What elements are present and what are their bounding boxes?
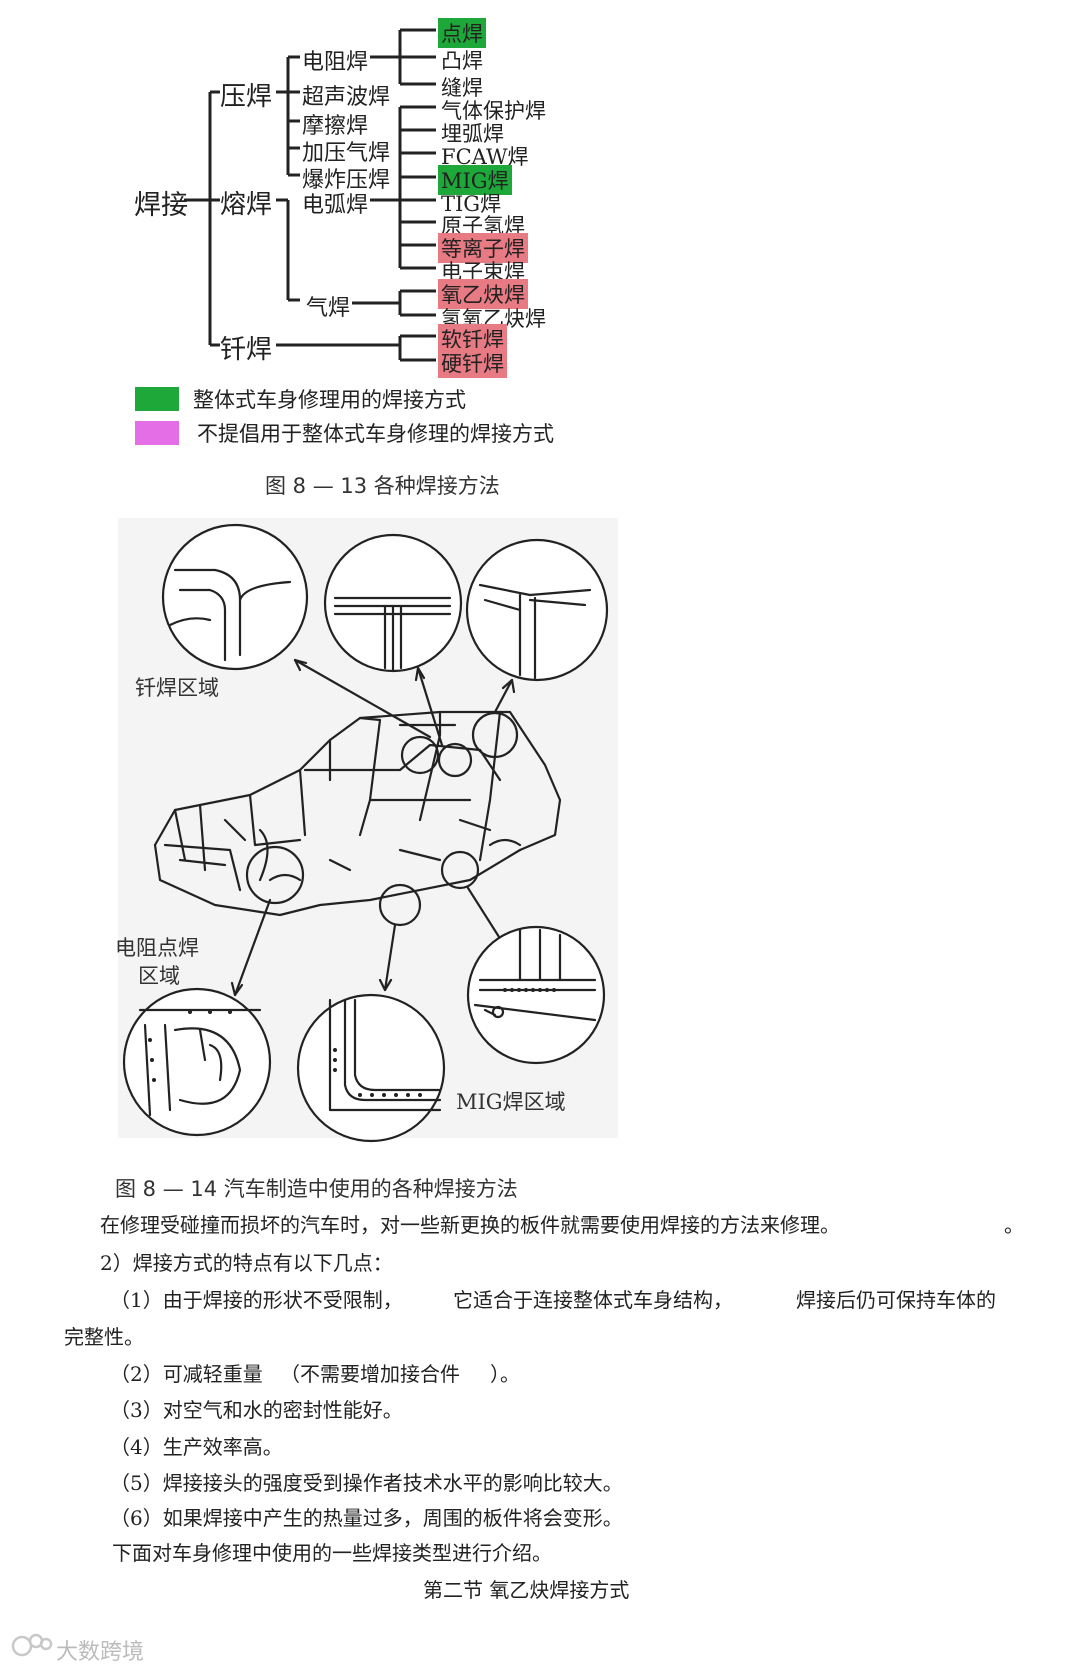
- next-intro: 下面对车身修理中使用的一些焊接类型进行介绍。: [112, 1541, 552, 1565]
- tree-tig-label: TIG焊: [441, 192, 502, 216]
- feature-2-part-b: （不需要增加接合件: [280, 1362, 460, 1386]
- tree-mig-label: MIG焊: [438, 165, 512, 195]
- features-heading: 2）焊接方式的特点有以下几点：: [100, 1251, 393, 1275]
- feature-1-part-b: 它适合于连接整体式车身结构，: [453, 1288, 733, 1312]
- brazing-zone-label: 钎焊区域: [135, 676, 219, 700]
- tree-gas-shielded-label: 气体保护焊: [441, 99, 546, 123]
- tree-projection-label: 凸焊: [441, 49, 483, 73]
- feature-2-part-a: （2）可减轻重量: [110, 1362, 263, 1386]
- tree-ultrasonic-label: 超声波焊: [302, 85, 391, 110]
- tree-arc-label: 电弧焊: [302, 193, 369, 218]
- legend-pink-text: 不提倡用于整体式车身修理的焊接方式: [197, 422, 554, 446]
- figure-13-caption: 图 8 — 13 各种焊接方法: [265, 474, 500, 498]
- tree-plasma-label: 等离子焊: [438, 233, 528, 263]
- watermark-logo-icon: [11, 1633, 53, 1657]
- tree-root-label: 焊接: [134, 190, 188, 221]
- watermark-text: 大数跨境: [56, 1640, 145, 1665]
- spot-weld-zone-label-line1: 电阻点焊: [115, 936, 199, 960]
- tree-oxyacetylene-label: 氧乙炔焊: [438, 279, 528, 309]
- car-body-illustration: [122, 523, 609, 1143]
- tree-explosion-label: 爆炸压焊: [302, 168, 391, 193]
- mig-zone-label: MIG焊区域: [456, 1090, 566, 1114]
- feature-1-part-d: 完整性。: [64, 1325, 144, 1349]
- feature-3: （3）对空气和水的密封性能好。: [110, 1398, 403, 1422]
- intro-trailing-dot: 。: [1004, 1213, 1024, 1237]
- feature-5: （5）焊接接头的强度受到操作者技术水平的影响比较大。: [110, 1471, 623, 1495]
- feature-4: （4）生产效率高。: [110, 1435, 283, 1459]
- legend-green-swatch: [135, 387, 179, 411]
- legend-green-text: 整体式车身修理用的焊接方式: [193, 388, 466, 412]
- section-heading: 第二节 氧乙炔焊接方式: [423, 1578, 630, 1602]
- feature-2-part-c: ）。: [490, 1362, 520, 1386]
- tree-spot-label: 点焊: [438, 18, 486, 48]
- welding-tree-lines: [184, 28, 436, 362]
- tree-hard-brazing-label: 硬钎焊: [438, 348, 507, 378]
- feature-1-part-a: （1）由于焊接的形状不受限制，: [110, 1288, 403, 1312]
- feature-1-part-c: 焊接后仍可保持车体的: [796, 1288, 996, 1312]
- figure-14-caption: 图 8 — 14 汽车制造中使用的各种焊接方法: [115, 1177, 518, 1201]
- tree-pressure-label: 压焊: [220, 82, 273, 112]
- spot-weld-zone-label-line2: 区域: [138, 964, 180, 988]
- tree-pressure-gas-label: 加压气焊: [302, 141, 391, 166]
- tree-friction-label: 摩擦焊: [302, 114, 369, 139]
- tree-seam-label: 缝焊: [441, 76, 483, 100]
- tree-gas-label: 气焊: [306, 296, 351, 321]
- feature-6: （6）如果焊接中产生的热量过多，周围的板件将会变形。: [110, 1506, 623, 1530]
- tree-submerged-label: 埋弧焊: [441, 122, 504, 146]
- tree-fusion-label: 熔焊: [220, 190, 273, 220]
- tree-resistance-label: 电阻焊: [302, 50, 369, 75]
- legend-pink-swatch: [135, 421, 179, 445]
- tree-brazing-label: 钎焊: [220, 335, 273, 365]
- intro-paragraph: 在修理受碰撞而损坏的汽车时，对一些新更换的板件就需要使用焊接的方法来修理。: [100, 1213, 840, 1237]
